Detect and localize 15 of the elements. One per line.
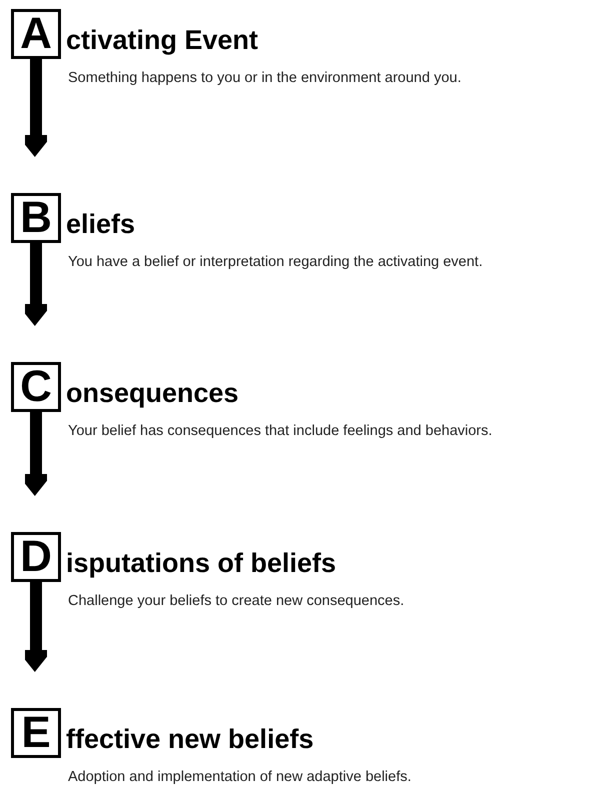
letter-box: D [11,532,61,582]
letter-box: B [11,193,61,243]
letter-box: C [11,362,61,412]
description: Something happens to you or in the environment around you. [68,71,462,86]
description: Adoption and implementation of new adaptive beliefs. [68,770,412,784]
description: Your belief has consequences that include feelings and behaviors. [68,424,492,438]
heading: ffective new beliefs [66,726,314,753]
description: Challenge your beliefs to create new consequences. [68,594,404,608]
heading: onsequences [66,380,239,407]
heading: isputations of beliefs [66,550,336,577]
description: You have a belief or interpretation regarding the activating event. [68,255,483,270]
heading: eliefs [66,211,136,238]
heading: ctivating Event [66,27,258,54]
letter-box: A [11,9,61,59]
letter-box: E [11,708,61,758]
